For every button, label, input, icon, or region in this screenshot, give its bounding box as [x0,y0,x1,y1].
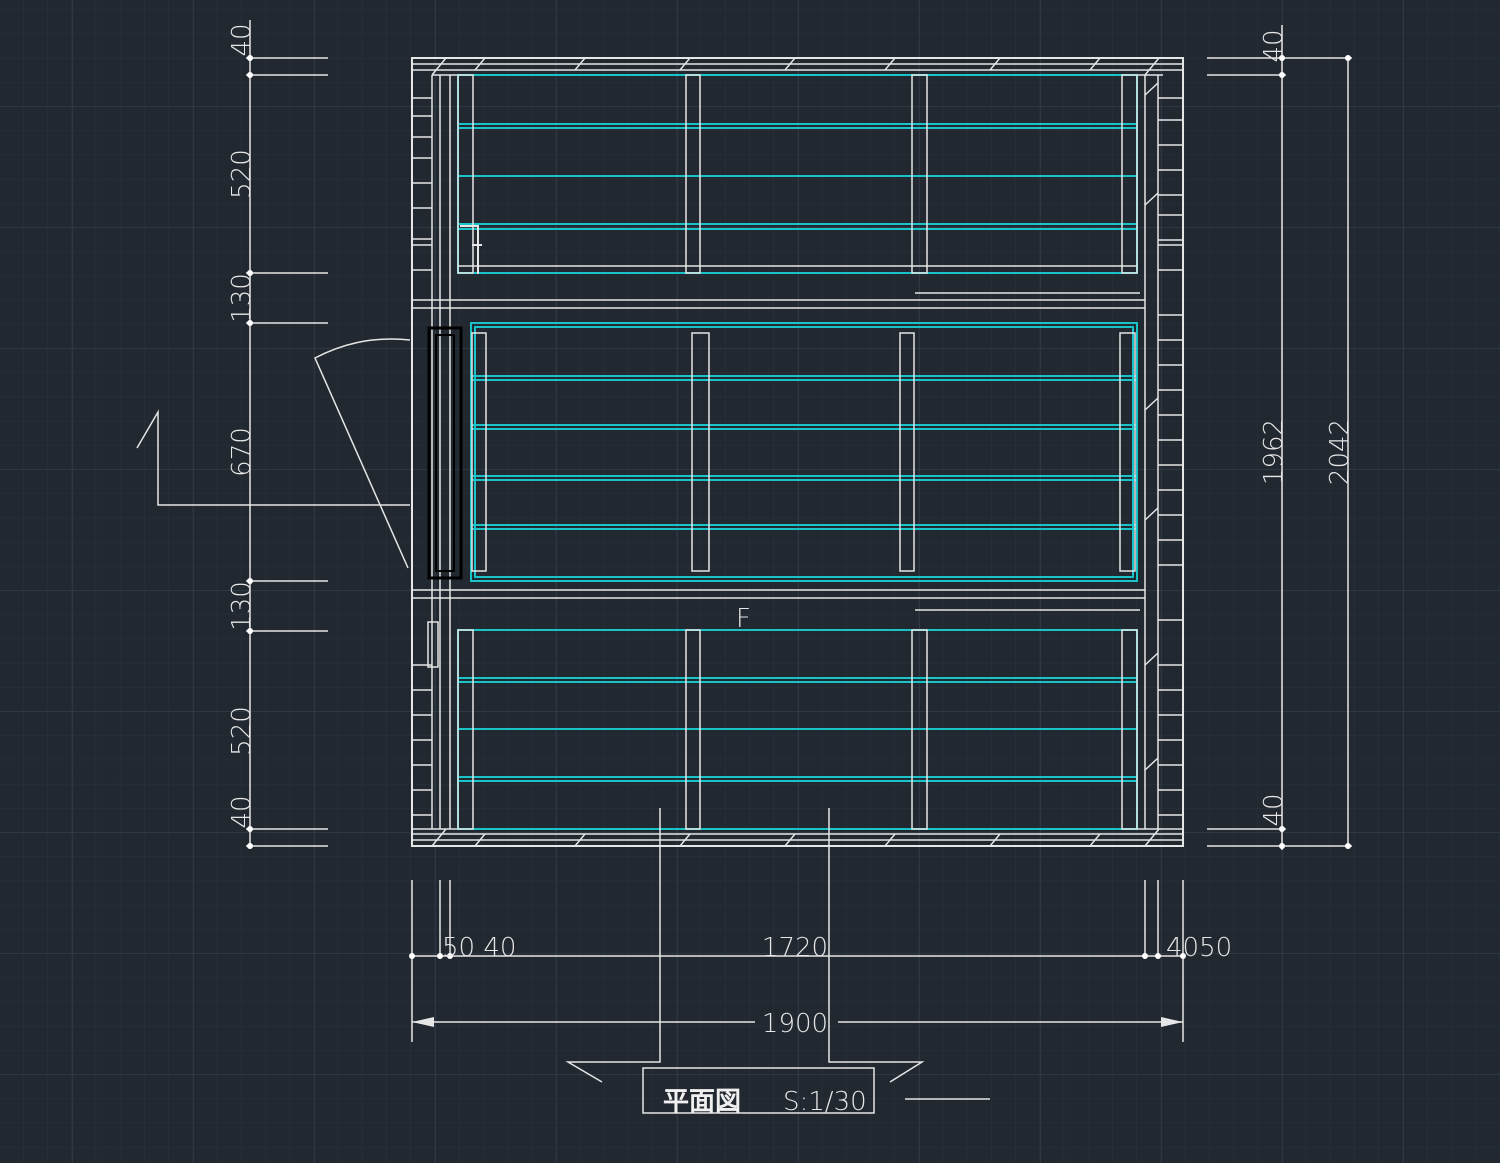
left-wall-ladder [412,75,1145,829]
dim-bottom-middle: 1720 [762,933,828,963]
drawing-title: 平面図 [663,1087,741,1117]
dim-bottom-total: 1900 [762,1009,828,1039]
dim-right-total: 2042 [1325,419,1355,485]
shelf-top [457,74,1138,274]
title-block [565,808,990,1114]
drawing-scale: S:1/30 [783,1087,867,1117]
dim-left-7: 40 [227,795,257,828]
dim-right-bottom: 40 [1259,793,1289,826]
shelf-middle [470,322,1138,582]
dim-right-top: 40 [1259,29,1289,62]
left-dimensions [246,20,328,849]
dim-left-6: 520 [227,706,257,756]
dim-bottom-right: 4050 [1166,933,1232,963]
dim-left-1: 40 [227,23,257,56]
dim-left-5: 130 [227,581,257,631]
right-dimensions [1207,25,1352,850]
dim-bottom-left: 50 40 [442,933,516,963]
bottom-dimensions [409,880,1186,1042]
dim-left-4: 670 [227,427,257,477]
door-swing [136,326,463,580]
dim-right-inner: 1962 [1259,419,1289,485]
shelf-bottom [457,629,1138,830]
mark-label: F [736,604,751,634]
dim-left-2: 520 [227,149,257,199]
dim-left-3: 130 [227,273,257,323]
right-wall-ladder [915,75,1183,829]
